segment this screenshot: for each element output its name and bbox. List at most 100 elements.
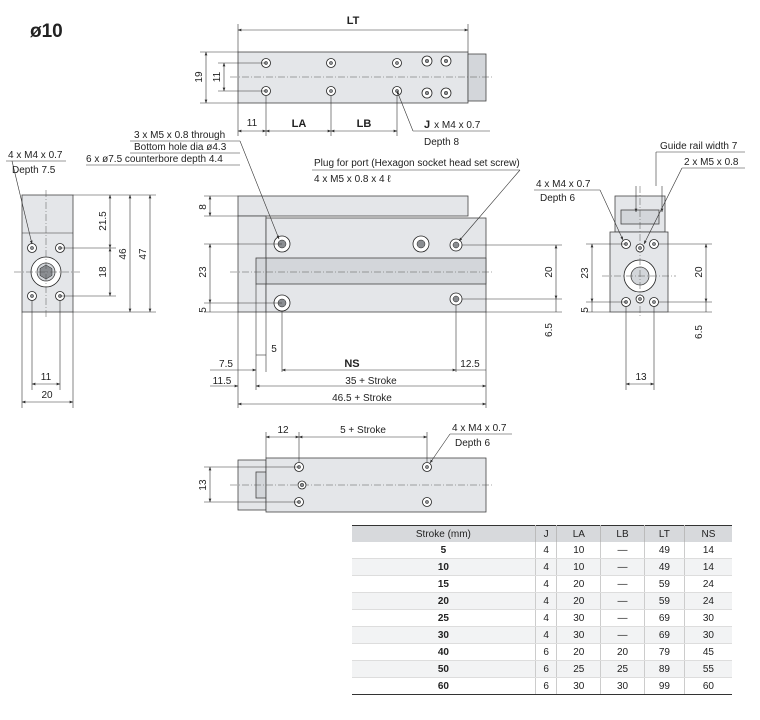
right-m5-note: 2 x M5 x 0.8: [684, 157, 739, 168]
port-note-2: 4 x M5 x 0.8 x 4 ℓ: [314, 174, 391, 185]
dim-11-left: 11: [41, 372, 52, 383]
cell: 10: [352, 558, 536, 576]
cell: —: [600, 626, 645, 644]
cell: 30: [556, 677, 601, 695]
cell: 4: [534, 609, 557, 627]
top-view-holes: [261, 55, 452, 99]
dim-18: 18: [98, 266, 109, 278]
front-view-cylinder: [265, 257, 487, 285]
cell: 6: [534, 677, 557, 695]
front-view-rail: [237, 195, 469, 217]
dim-12: 12: [277, 425, 289, 436]
header-lt: LT: [643, 525, 685, 542]
dim-20-left: 20: [41, 390, 53, 401]
cell: 10: [556, 558, 601, 576]
cell: 4: [534, 558, 557, 576]
dim-5-front-left: 5: [198, 307, 209, 313]
dim-6-5-front: 6.5: [544, 323, 555, 337]
port-note-1: Plug for port (Hexagon socket head set s…: [314, 158, 520, 169]
bottom-thread-note: 4 x M4 x 0.7: [452, 423, 507, 434]
dim-13-right: 13: [635, 372, 647, 383]
bottom-view-holes: [294, 462, 432, 507]
right-view: Guide rail width 7 2 x M5 x 0.8 4 x M4 x…: [534, 141, 745, 390]
cell: 30: [683, 626, 732, 644]
left-view: 4 x M4 x 0.7 Depth 7.5 21.5 18 46 47 11 …: [6, 150, 156, 408]
lt-label: LT: [347, 15, 360, 27]
top-view-body: [237, 51, 469, 104]
cell: 79: [643, 643, 685, 661]
cell: —: [600, 558, 645, 576]
dim-12-5: 12.5: [460, 359, 480, 370]
cell: 69: [643, 626, 685, 644]
dim-13-bottom: 13: [198, 479, 209, 491]
dim-35-stroke: 35 + Stroke: [345, 376, 397, 387]
cell: 30: [556, 626, 601, 644]
cell: 20: [556, 575, 601, 593]
dim-8: 8: [198, 204, 209, 210]
left-thread-note: 4 x M4 x 0.7: [8, 150, 63, 161]
cell: 6: [534, 660, 557, 678]
dim-21-5: 21.5: [98, 211, 109, 231]
cell: —: [600, 592, 645, 610]
cell: 4: [534, 626, 557, 644]
dim-19: 19: [194, 71, 205, 83]
cell: —: [600, 609, 645, 627]
counterbore-note-1: 3 x M5 x 0.8 through: [134, 130, 225, 141]
cell: 60: [683, 677, 732, 695]
cell: 49: [643, 542, 685, 559]
right-depth-note: Depth 6: [540, 193, 575, 204]
dim-7-5: 7.5: [219, 359, 233, 370]
dim-11-5: 11.5: [213, 376, 232, 387]
guide-rail-note: Guide rail width 7: [660, 141, 738, 152]
dim-11-vertical: 11: [212, 71, 223, 82]
header-j: J: [534, 525, 557, 542]
drawing-title: ø10: [30, 21, 63, 42]
la-label: LA: [292, 118, 307, 130]
bottom-view: 12 5 + Stroke 4 x M4 x 0.7 Depth 6 13: [198, 423, 512, 513]
cell: 55: [683, 660, 732, 678]
cell: 40: [352, 643, 536, 661]
counterbore-note-3: 6 x ø7.5 counterbore depth 4.4: [86, 154, 223, 165]
cell: 20: [556, 592, 601, 610]
bottom-depth-note: Depth 6: [455, 438, 490, 449]
cell: 24: [683, 592, 732, 610]
cell: 4: [534, 542, 557, 559]
header-lb: LB: [600, 525, 645, 542]
cell: 4: [534, 592, 557, 610]
cell: 50: [352, 660, 536, 678]
cell: 69: [643, 609, 685, 627]
right-thread-note: 4 x M4 x 0.7: [536, 179, 591, 190]
dim-46-5-stroke: 46.5 + Stroke: [332, 393, 392, 404]
dim-23-right: 23: [580, 267, 591, 279]
table-header-row: Stroke (mm) J LA LB LT NS: [352, 525, 732, 542]
lb-label: LB: [357, 118, 372, 130]
cell: 25: [352, 609, 536, 627]
cell: 15: [352, 575, 536, 593]
cell: 60: [352, 677, 536, 695]
front-view-piston-rod: [255, 257, 267, 285]
dim-46: 46: [118, 248, 129, 260]
cell: 14: [683, 542, 732, 559]
cell: 59: [643, 592, 685, 610]
dim-47: 47: [138, 248, 149, 260]
top-view-end-block: [467, 53, 487, 102]
cell: —: [600, 575, 645, 593]
front-view-ports: [449, 238, 463, 306]
cell: 99: [643, 677, 685, 695]
cell: 45: [683, 643, 732, 661]
cell: 14: [683, 558, 732, 576]
header-la: LA: [556, 525, 601, 542]
cell: 30: [556, 609, 601, 627]
dim-11-horizontal: 11: [247, 118, 258, 129]
cell: 25: [556, 660, 601, 678]
dim-5-stroke: 5 + Stroke: [340, 425, 386, 436]
cell: 10: [556, 542, 601, 559]
